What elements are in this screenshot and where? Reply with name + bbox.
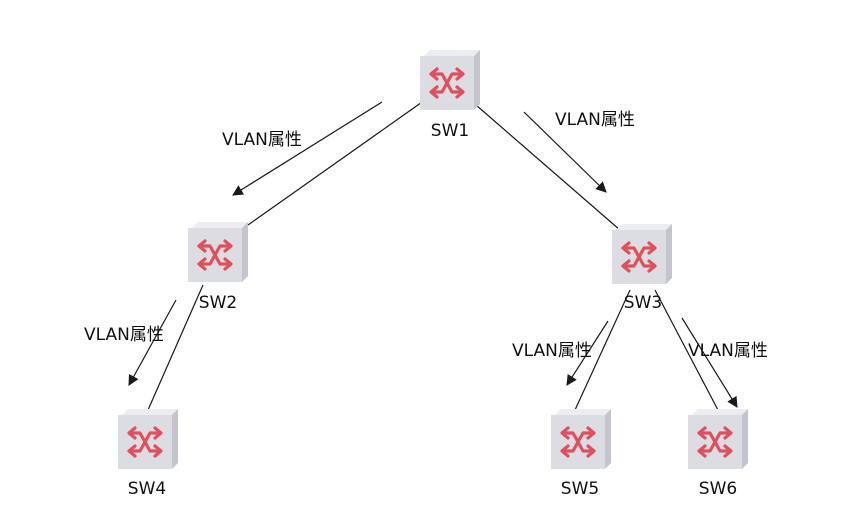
switch-node-sw1[interactable] <box>418 48 482 112</box>
switch-node-sw2[interactable] <box>186 220 250 284</box>
arrow-sw1-to-sw3 <box>523 111 607 193</box>
network-switch-icon <box>549 407 613 471</box>
link-sw2-sw4 <box>147 284 204 411</box>
arrow-sw3-to-sw6 <box>681 317 738 408</box>
link-sw3-sw5 <box>574 289 631 411</box>
switch-node-sw5[interactable] <box>549 407 613 471</box>
network-switch-icon <box>686 407 750 471</box>
link-label-sw1-sw2: VLAN属性 <box>222 130 302 150</box>
link-label-sw3-sw6: VLAN属性 <box>688 341 768 361</box>
link-label-sw1-sw3: VLAN属性 <box>555 110 635 130</box>
network-switch-icon <box>186 220 250 284</box>
network-switch-icon <box>418 48 482 112</box>
switch-label-sw5: SW5 <box>561 479 599 499</box>
arrow-sw2-to-sw4 <box>128 299 177 386</box>
switch-label-sw1: SW1 <box>431 121 469 141</box>
link-sw1-sw2 <box>247 99 426 226</box>
arrow-sw1-to-sw2 <box>232 101 383 196</box>
link-sw3-sw6 <box>654 289 719 411</box>
network-switch-icon <box>610 222 674 286</box>
switch-label-sw4: SW4 <box>128 479 166 499</box>
switch-label-sw3: SW3 <box>624 293 662 313</box>
link-sw1-sw3 <box>475 104 621 231</box>
switch-label-sw6: SW6 <box>699 479 737 499</box>
network-switch-icon <box>116 407 180 471</box>
switch-node-sw3[interactable] <box>610 222 674 286</box>
switch-node-sw4[interactable] <box>116 407 180 471</box>
switch-node-sw6[interactable] <box>686 407 750 471</box>
arrow-layer <box>128 101 738 408</box>
link-label-sw3-sw5: VLAN属性 <box>512 341 592 361</box>
switch-label-sw2: SW2 <box>199 293 237 313</box>
link-label-sw2-sw4: VLAN属性 <box>84 325 164 345</box>
link-layer <box>147 99 719 411</box>
arrow-sw3-to-sw5 <box>566 320 609 386</box>
